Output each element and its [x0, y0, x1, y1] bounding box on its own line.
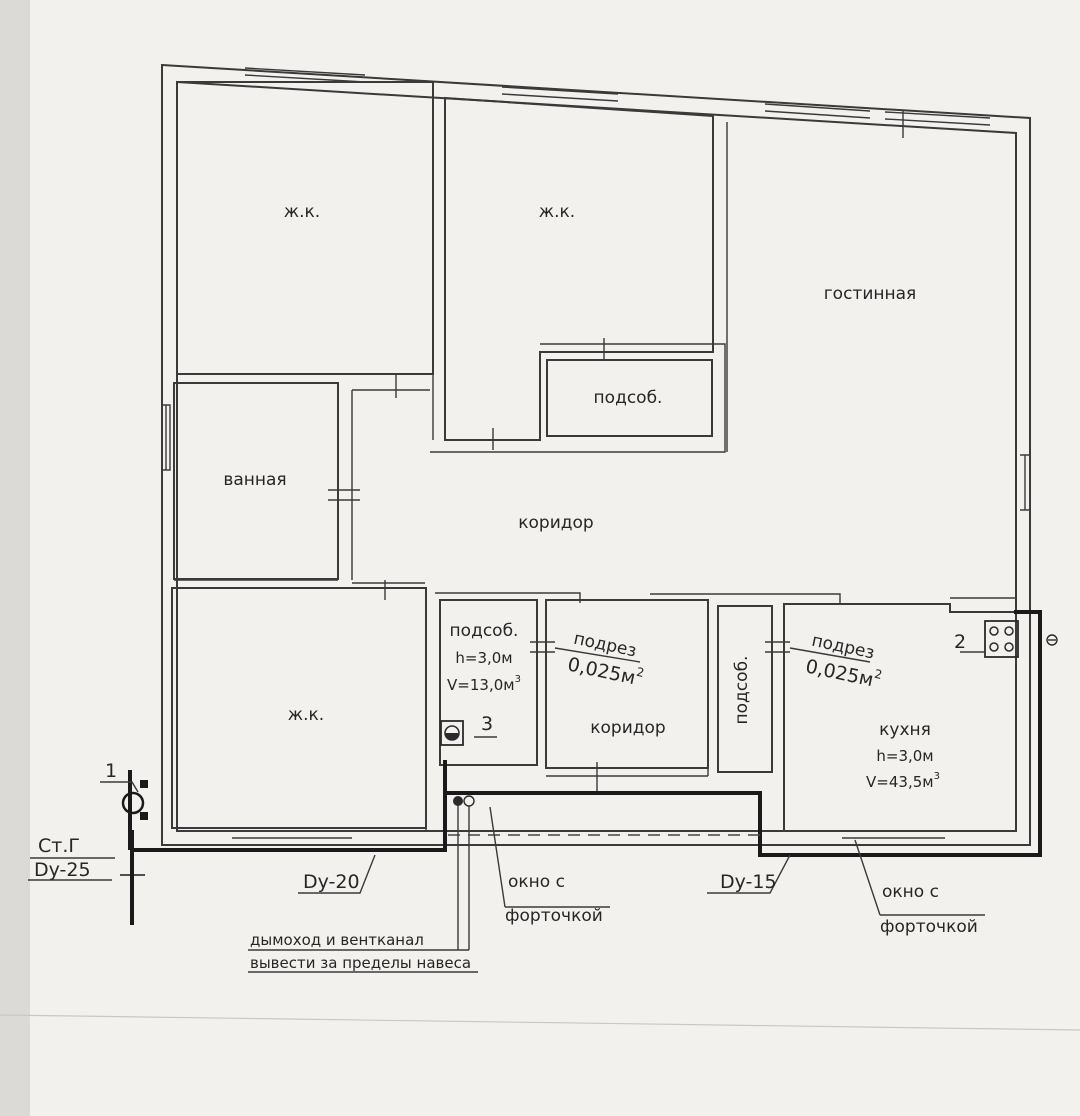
room-label-bedroom-top-middle: ж.к. [539, 202, 575, 222]
window-label-right-line2: форточкой [880, 917, 978, 937]
room-label-corridor-small: коридор [590, 718, 665, 738]
room-label-bedroom-bottom-left: ж.к. [288, 705, 324, 725]
pipe-label-main: Dy-20 [303, 871, 360, 893]
callout-riser-number: 1 [105, 760, 117, 782]
kitchen-volume: V=43,5м3 [866, 771, 940, 791]
utility-gas-volume: V=13,0м3 [447, 674, 521, 694]
stove-icon [984, 620, 1019, 658]
paper-sheet [30, 0, 1080, 1116]
flow-direction-icon [1046, 634, 1058, 646]
room-label-corridor-main: коридор [518, 513, 593, 533]
page-fold-line [0, 1014, 1080, 1031]
chimney-note-line2: вывести за пределы навеса [250, 954, 471, 972]
window-label-left-line2: форточкой [505, 906, 603, 926]
callout-stove-number: 2 [954, 631, 966, 653]
room-outline-utility-gas [439, 599, 538, 766]
riser-diameter: Dy-25 [34, 859, 91, 881]
leader-lines [28, 647, 985, 973]
callout-heater-number: 3 [481, 713, 493, 735]
water-heater-icon [440, 720, 464, 746]
chimney-note-line1: дымоход и вентканал [250, 931, 424, 949]
room-label-bedroom-top-left: ж.к. [284, 202, 320, 222]
room-outline-utility-narrow [717, 605, 773, 773]
room-label-bathroom: ванная [223, 470, 286, 490]
door-ticks [328, 110, 904, 794]
riser-label: Ст.Г [38, 835, 80, 857]
room-label-utility-narrow: подсоб. [732, 656, 752, 725]
window-label-right-line1: окно с [882, 882, 939, 902]
room-outline-bathroom [173, 382, 339, 580]
room-label-utility-gas: подсоб. [450, 621, 519, 641]
window-label-left-line1: окно с [508, 872, 565, 892]
room-label-living-room: гостинная [824, 284, 917, 304]
room-label-kitchen: кухня [879, 720, 931, 740]
kitchen-height: h=3,0м [876, 747, 933, 765]
room-outline-utility-top [546, 359, 713, 437]
pipe-label-branch: Dy-15 [720, 871, 777, 893]
utility-gas-height: h=3,0м [455, 649, 512, 667]
gas-riser [120, 780, 148, 925]
room-label-utility-top: подсоб. [594, 388, 663, 408]
